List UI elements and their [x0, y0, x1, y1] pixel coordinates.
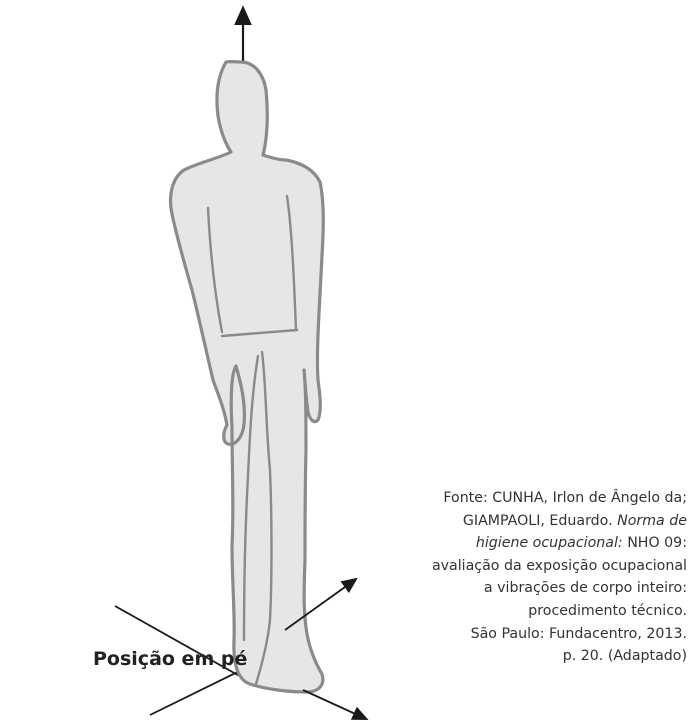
figure-silhouette [168, 59, 325, 694]
waistline-contour [220, 328, 299, 338]
posture-label: Posição em pé [93, 648, 248, 670]
axis-x-arrow-down-right-icon [302, 689, 369, 720]
source-line-1: Fonte: CUNHA, Irlon de Ângelo da; [443, 490, 687, 506]
source-line-7: São Paulo: Fundacentro, 2013. [470, 625, 687, 642]
source-line-8: p. 20. (Adaptado) [562, 648, 687, 665]
source-line-4: avaliação da exposição ocupacional [431, 557, 687, 574]
left-leg-inner-contour [242, 354, 260, 642]
source-line-6: procedimento técnico. [528, 602, 687, 619]
leg-separation-contour [254, 350, 273, 686]
axis-x-line-back [114, 605, 253, 684]
human-figure-icon [168, 59, 325, 694]
axis-y-arrow-right-icon [284, 577, 358, 631]
source-citation: Fonte: CUNHA, Irlon de Ângelo da; GIAMPA… [327, 487, 687, 668]
source-line-3: higiene ocupacional: NHO 09: [475, 535, 687, 552]
source-line-5: a vibrações de corpo inteiro: [483, 580, 687, 597]
source-line-2: GIAMPAOLI, Eduardo. Norma de [462, 512, 687, 529]
right-arm-contour [285, 194, 298, 332]
left-arm-contour [206, 206, 224, 334]
